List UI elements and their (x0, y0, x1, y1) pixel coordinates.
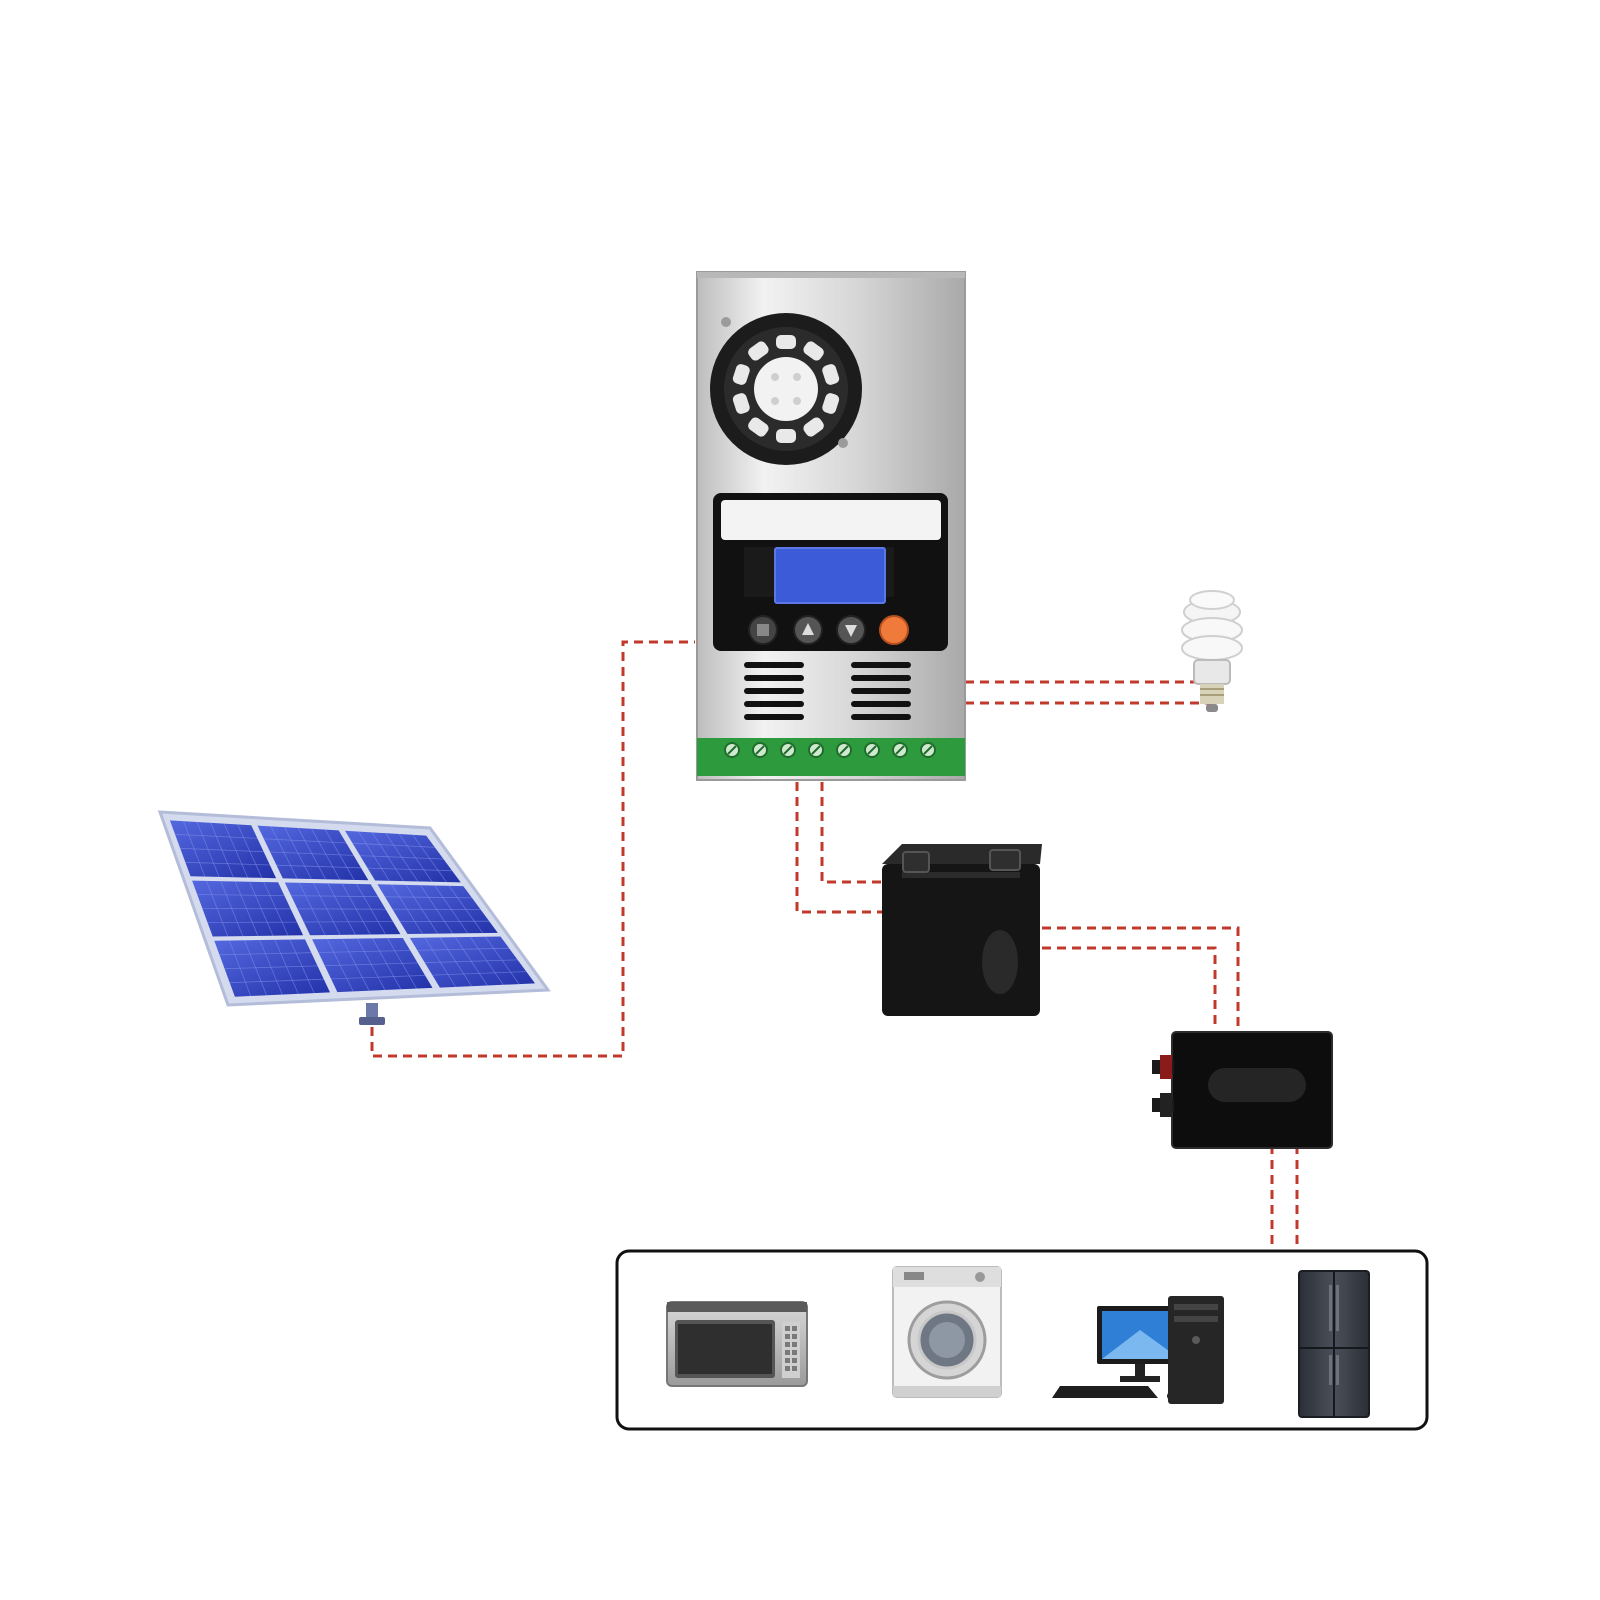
wire-battery-to-inverter-2 (1042, 946, 1217, 1030)
washing-machine-icon (892, 1266, 1002, 1398)
solar-module (345, 830, 461, 883)
solar-module (257, 825, 369, 881)
battery-terminal-negative (902, 851, 930, 873)
appliances-box (615, 1249, 1429, 1431)
wire-controller-to-battery-2 (820, 782, 885, 884)
solar-module (169, 820, 277, 879)
enter-button[interactable] (879, 615, 909, 645)
wire-battery-to-inverter-1 (1042, 926, 1240, 1030)
solar-panel-icon (157, 810, 551, 1025)
down-arrow-icon (845, 625, 857, 637)
battery-terminal-positive (989, 849, 1021, 871)
terminal-strip (697, 738, 965, 776)
wire-controller-to-battery-1 (795, 782, 885, 914)
wires (370, 640, 1299, 1248)
refrigerator-icon (1298, 1270, 1370, 1418)
microwave-icon (666, 1301, 808, 1387)
desktop-computer-icon (1052, 1296, 1224, 1404)
up-arrow-icon (802, 623, 814, 635)
lcd-screen (774, 547, 886, 604)
charge-controller-icon (696, 271, 966, 781)
inverter-icon (1152, 1031, 1333, 1149)
light-bulb-icon (1181, 590, 1243, 712)
cooling-fan-icon (710, 313, 862, 465)
vent-slots (744, 662, 911, 720)
battery-icon (882, 844, 1042, 1016)
